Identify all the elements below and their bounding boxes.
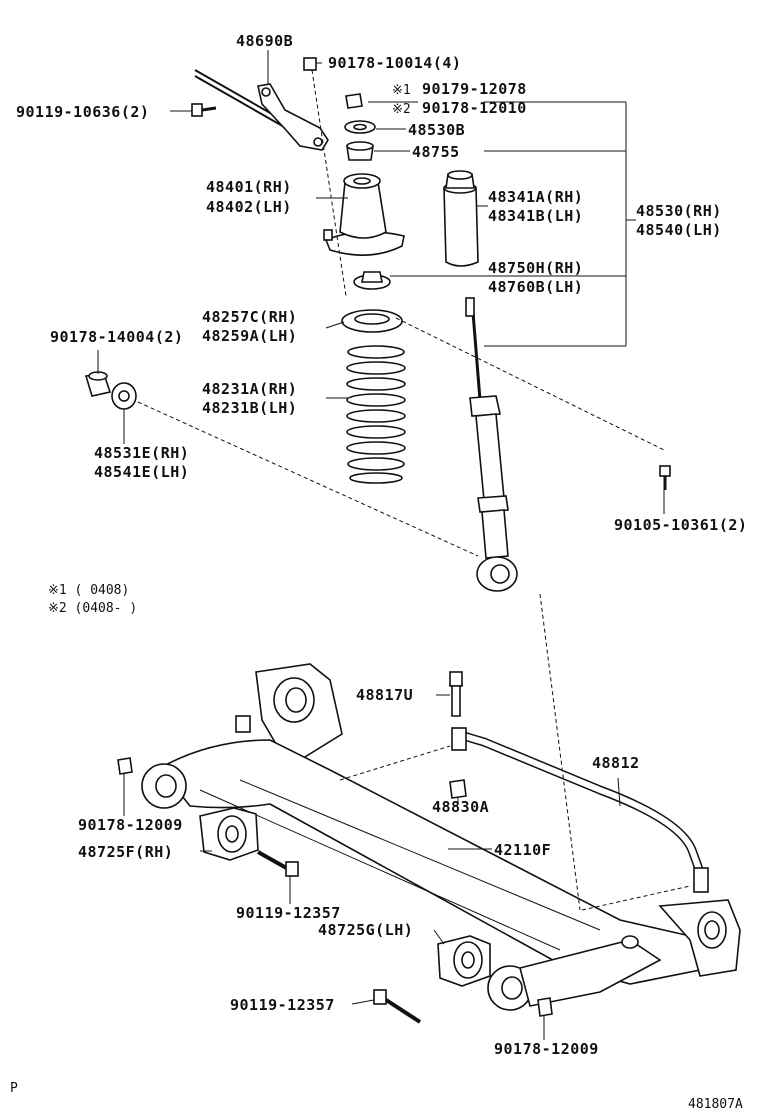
label-48530: 48530(RH): [636, 202, 722, 220]
label-90178-12009-b: 90178-12009: [494, 1040, 599, 1058]
insulator-48750h-drawing: [353, 271, 391, 290]
label-48755: 48755: [412, 143, 460, 161]
label-90179-12078: 90179-12078: [422, 80, 527, 98]
support-48401-drawing: [323, 173, 405, 256]
label-48540: 48540(LH): [636, 221, 722, 239]
nut-90178-12009-drawing: [117, 757, 553, 1017]
label-90178-10014: 90178-10014(4): [328, 54, 461, 72]
label-48750h: 48750H(RH): [488, 259, 583, 277]
label-48231b: 48231B(LH): [202, 399, 297, 417]
label-48812: 48812: [592, 754, 640, 772]
stabilizer-bar-48812-drawing: [451, 727, 709, 893]
bolt-48817u-drawing: [449, 671, 463, 717]
bushing-48725g-drawing: [437, 935, 491, 987]
nut-90178-14004-drawing: [84, 371, 112, 397]
label-48760b: 48760B(LH): [488, 278, 583, 296]
leader-lines: [97, 50, 691, 1040]
label-90178-12009-a: 90178-12009: [78, 816, 183, 834]
corner-letter: P: [10, 1081, 18, 1096]
label-90178-14004: 90178-14004(2): [50, 328, 183, 346]
mark-2-top: ※2: [392, 102, 411, 117]
label-48530b: 48530B: [408, 121, 465, 139]
spring-seat-48257c-drawing: [341, 309, 403, 333]
shock-absorber-drawing: [465, 297, 518, 592]
washer-48530b-drawing: [344, 120, 376, 134]
label-48725g: 48725G(LH): [318, 921, 413, 939]
bolt-90119-10636-drawing: [191, 103, 217, 117]
bracket-48690b-drawing: [194, 69, 329, 151]
note-1: ※1 ( 0408): [48, 583, 129, 598]
cushion-48531e-drawing: [111, 382, 137, 410]
label-48257c: 48257C(RH): [202, 308, 297, 326]
label-48817u: 48817U: [356, 686, 413, 704]
label-90119-12357-b: 90119-12357: [230, 996, 335, 1014]
label-48830a: 48830A: [432, 798, 489, 816]
bump-stopper-48341-drawing: [443, 170, 479, 267]
bushing-48725f-drawing: [199, 807, 259, 861]
label-90119-10636: 90119-10636(2): [16, 103, 149, 121]
label-48341b: 48341B(LH): [488, 207, 583, 225]
label-48690b: 48690B: [236, 32, 293, 50]
bolt-90105-10361-drawing: [659, 465, 671, 490]
label-48401: 48401(RH): [206, 178, 292, 196]
label-48231a: 48231A(RH): [202, 380, 297, 398]
label-48341a: 48341A(RH): [488, 188, 583, 206]
mark-1-top: ※1: [392, 83, 411, 98]
nut-90178-10014-drawing: [303, 57, 317, 71]
label-48725f: 48725F(RH): [78, 843, 173, 861]
bushing-48755-drawing: [346, 141, 374, 161]
nut-48830a-drawing: [449, 779, 467, 799]
label-90178-12010: 90178-12010: [422, 99, 527, 117]
nut-90179-12078-drawing: [345, 93, 363, 109]
note-2: ※2 (0408- ): [48, 601, 137, 616]
bolt-90119-12357-drawing: [257, 850, 422, 1024]
label-48541e: 48541E(LH): [94, 463, 189, 481]
label-90119-12357-a: 90119-12357: [236, 904, 341, 922]
coil-spring-48231-drawing: [346, 345, 406, 484]
label-90105-10361: 90105-10361(2): [614, 516, 747, 534]
label-42110f: 42110F: [494, 841, 551, 859]
figure-id: 481807A: [688, 1097, 743, 1112]
label-48402: 48402(LH): [206, 198, 292, 216]
label-48531e: 48531E(RH): [94, 444, 189, 462]
label-48259a: 48259A(LH): [202, 327, 297, 345]
axle-beam-42110f-drawing: [141, 663, 741, 1011]
